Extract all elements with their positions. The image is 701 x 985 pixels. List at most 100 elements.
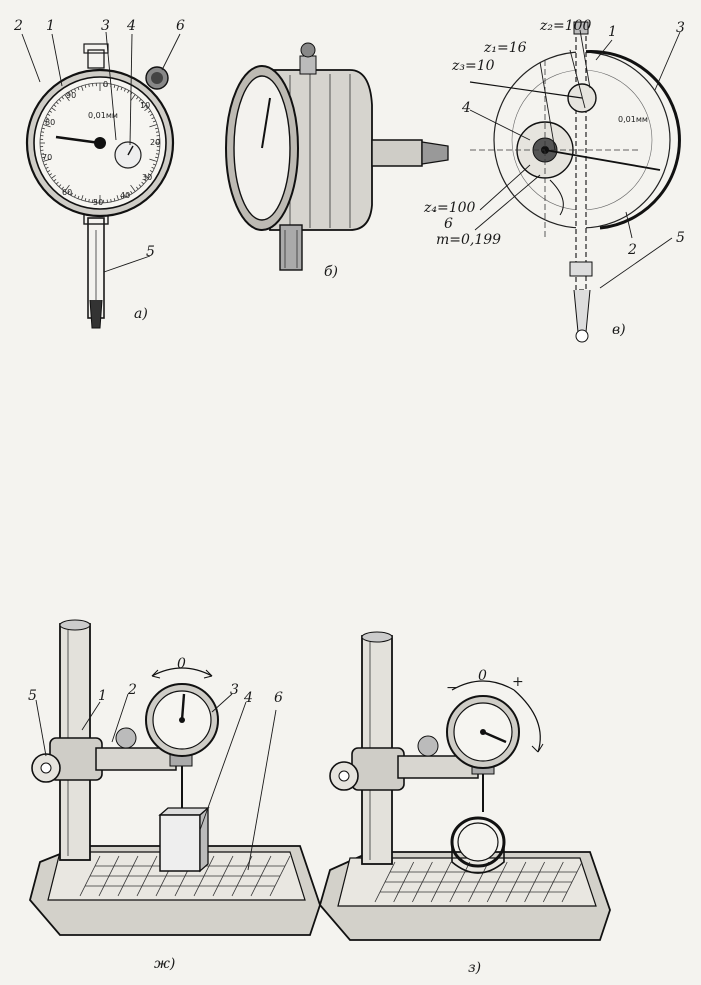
dial-tick [144,175,149,179]
dial-tick [49,173,53,176]
figure-a-dial-number: 70 [42,153,52,162]
dial-tick [47,113,51,116]
figure-a-dial-number: 80 [45,118,55,127]
figure-c-gear-z2: z₂=100 [539,18,592,34]
figure-c-gear-z4: z₄=100 [423,200,476,216]
dial-tick [81,85,84,91]
figure-c-callout: 6 [444,216,453,232]
dial-tick [51,175,56,179]
dial-tick [49,110,53,113]
dial-tick [149,113,153,116]
figure-b-dial-side [225,42,449,271]
dial-tick [47,170,51,173]
figure-c-dial-text: 0,01мм [618,115,648,124]
figure-a-callout: 1 [46,18,55,34]
dial-tick [74,88,77,92]
dial-tick [155,153,160,155]
figure-zh-callout: 3 [230,682,239,698]
figure-c-callout: 1 [608,24,617,40]
dial-tick [127,90,130,94]
dial-tick [138,184,142,188]
dial-tick [151,166,155,169]
figure-zh-zero-mark: 0 [177,656,186,672]
dial-tick [147,173,151,176]
dial-tick [147,110,151,113]
figure-a-dial-indicator [25,43,175,329]
dial-tick [53,104,57,107]
figure-zh-callout: 5 [28,688,37,704]
figure-a-dial-number: 30 [142,173,152,182]
dial-tick [110,198,112,203]
figure-zh-callout: 1 [98,688,107,704]
dial-tick [58,184,62,188]
figure-a-dial-number: 40 [120,191,130,200]
dial-tick [149,124,158,128]
figure-a-callout: 3 [101,18,110,34]
dial-tick [61,96,64,100]
figure-z-caption: з) [468,960,481,976]
figure-a-callout: 2 [13,18,23,34]
dial-tick [40,153,45,155]
dial-tick [53,179,57,182]
dial-tick [130,184,136,192]
dial-tick [67,92,70,96]
dial-tick [130,190,133,194]
dial-tick [55,101,59,105]
dial-tick [84,84,87,88]
dial-tick [61,186,64,190]
figure-z-zero-mark: 0 [478,668,487,684]
figure-c-callout: 4 [461,100,471,116]
dial-tick [155,156,159,159]
figure-a-dial-text: 0,01мм [88,111,118,120]
dial-tick [127,192,130,196]
dial-tick [120,87,123,91]
dial-tick [45,117,49,120]
dial-tick [42,124,51,128]
figure-z-indicator-stand [319,631,611,941]
figure-c-caption: в) [612,322,626,338]
figure-zh-caption: ж) [154,956,175,972]
dial-tick [144,107,149,111]
dial-tick [136,186,139,190]
dial-tick [45,166,49,169]
dial-tick [141,101,145,105]
dial-tick [44,163,48,166]
dial-tick [55,181,59,185]
figure-a-dial-number: 60 [62,188,72,197]
dial-tick [84,198,87,202]
dial-tick [88,198,90,203]
figure-c-gear-z3: z₃=10 [451,58,495,74]
dial-tick [123,194,126,198]
figure-zh-callout: 6 [274,690,283,706]
dial-tick [40,131,45,133]
figure-b-caption: б) [324,264,338,280]
dial-tick [74,194,77,198]
dial-tick [113,198,116,202]
dial-tick [51,107,56,111]
figure-c-callout: 5 [676,230,685,246]
dial-tick [152,163,156,166]
figure-a-callout: 5 [146,244,155,260]
dial-tick [113,84,116,88]
dial-tick [70,192,73,196]
figure-a-dial-number: 20 [150,138,160,147]
dial-tick [120,195,123,199]
dial-tick [141,181,145,185]
figure-zh-indicator-stand [29,619,321,936]
figure-zh-callout: 2 [127,682,137,698]
dial-tick [123,88,126,92]
dial-tick [130,94,136,102]
figure-z-minus: − [446,680,458,696]
dial-tick [88,83,90,88]
dial-tick [41,156,45,159]
dial-tick [138,98,142,102]
dial-tick [136,96,139,100]
dial-tick [67,190,70,194]
dial-tick [81,195,84,201]
dial-tick [77,87,80,91]
figure-a-dial-number: 0 [103,80,108,89]
dial-tick [152,120,156,123]
dial-tick [143,104,147,107]
dial-tick [44,120,48,123]
